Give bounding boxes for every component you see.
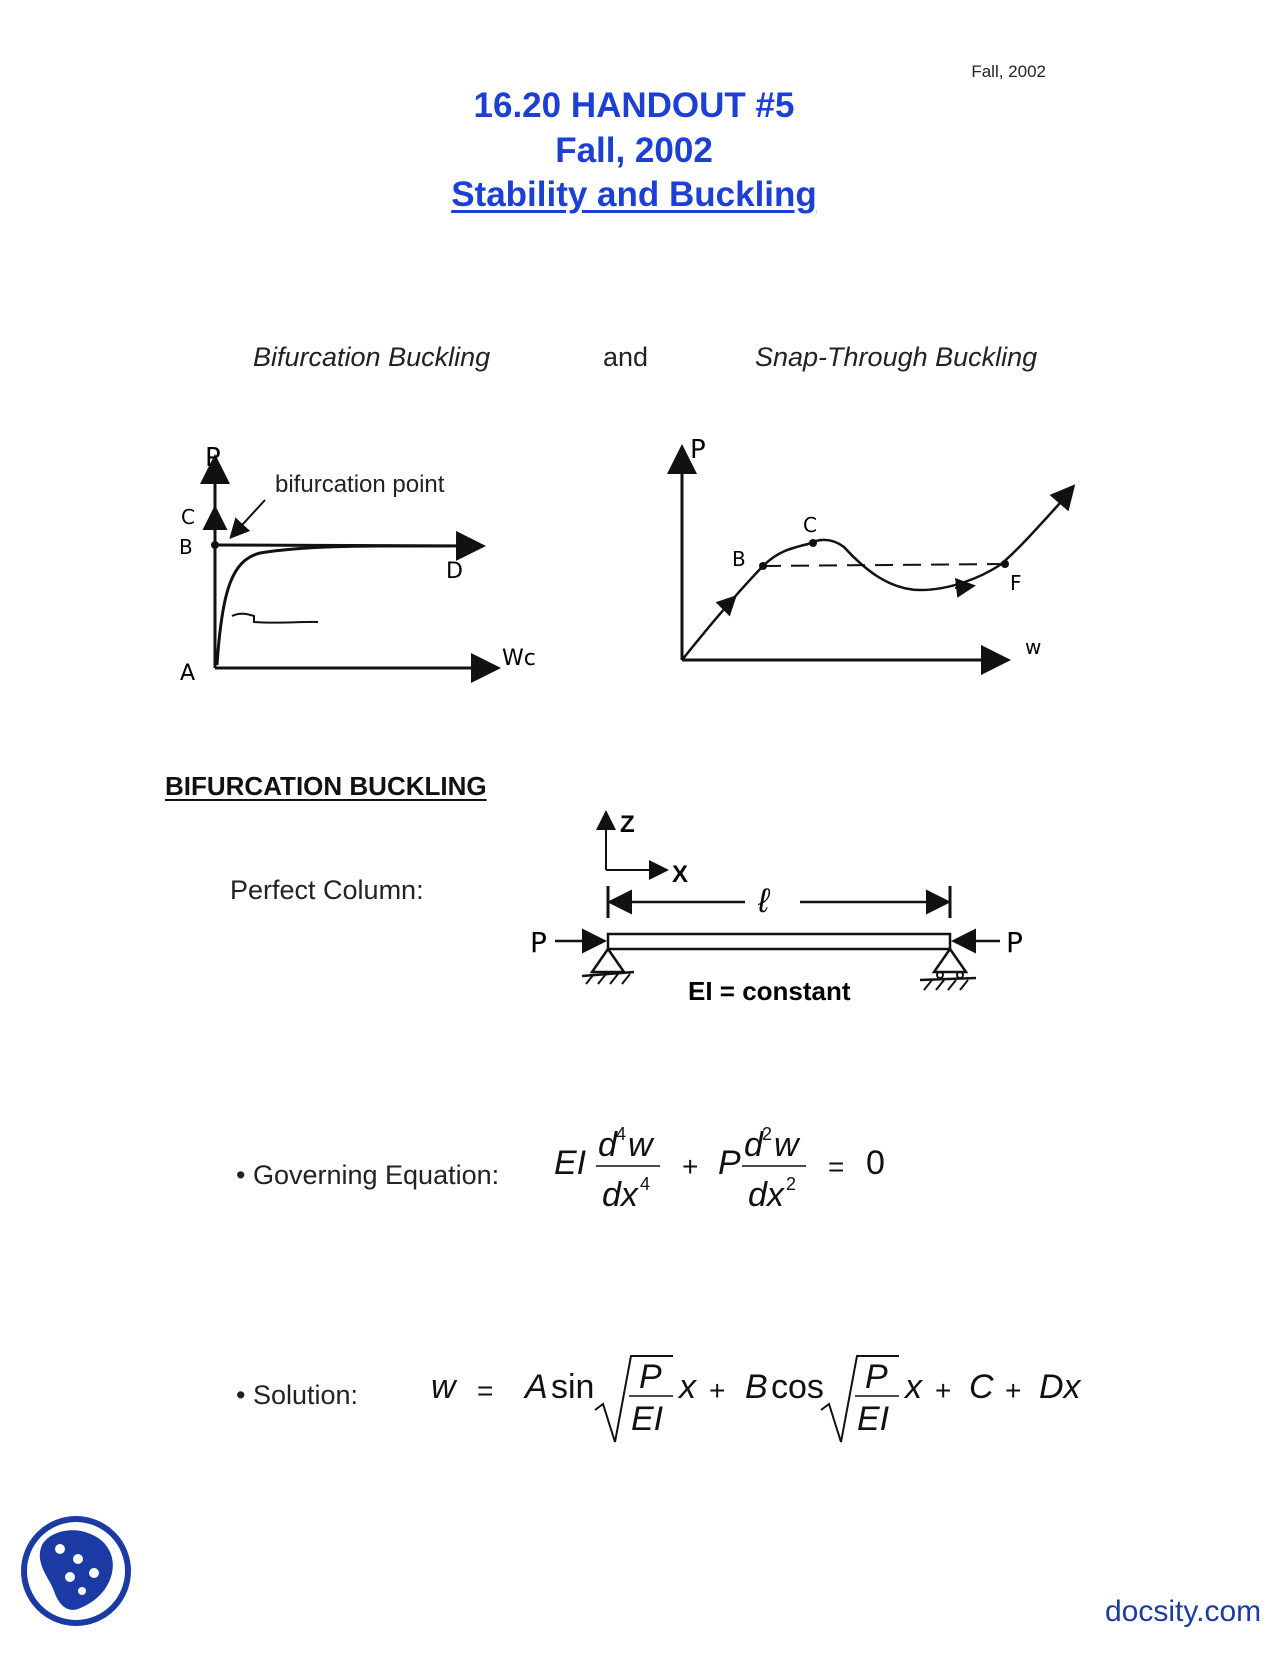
and-label: and bbox=[603, 342, 649, 372]
roller-wheel bbox=[956, 971, 964, 979]
svg-text:4: 4 bbox=[640, 1174, 650, 1194]
w-axis-label: w bbox=[1025, 635, 1041, 659]
point-b-dot bbox=[759, 562, 767, 570]
bifurcation-sketch: P bifurcation point C B A D Wc bbox=[179, 443, 536, 686]
point-c-label: C bbox=[181, 505, 195, 529]
valley-arrow bbox=[954, 577, 976, 598]
right-roller-support bbox=[931, 946, 969, 974]
bifurcation-label: Bifurcation Buckling bbox=[253, 342, 491, 372]
governing-equation-label: • Governing Equation: bbox=[236, 1160, 500, 1190]
svg-text:=: = bbox=[477, 1375, 493, 1406]
point-f-label: F bbox=[1010, 571, 1022, 595]
point-f-dot bbox=[1001, 560, 1009, 568]
svg-text:cos: cos bbox=[771, 1368, 824, 1406]
svg-text:dx: dx bbox=[602, 1176, 639, 1214]
handout-term: Fall, 2002 bbox=[555, 131, 713, 170]
svg-text:+: + bbox=[1005, 1375, 1021, 1406]
point-c-label: C bbox=[803, 513, 817, 537]
left-ground-hatch bbox=[585, 973, 631, 985]
right-ground-line bbox=[919, 976, 977, 982]
right-load-label: P bbox=[1006, 926, 1023, 959]
docsity-watermark[interactable]: docsity.com bbox=[1105, 1595, 1262, 1628]
column-diagram: Z X ℓ P P EI = constant bbox=[530, 810, 1023, 1006]
svg-text:P: P bbox=[865, 1358, 888, 1396]
svg-text:+: + bbox=[682, 1151, 698, 1182]
svg-text:2: 2 bbox=[786, 1174, 796, 1194]
rise-arrow bbox=[715, 595, 737, 617]
perfect-column-label: Perfect Column: bbox=[230, 875, 424, 905]
corner-date: Fall, 2002 bbox=[971, 62, 1046, 81]
svg-text:EI: EI bbox=[631, 1400, 664, 1438]
svg-text:EI: EI bbox=[554, 1144, 587, 1182]
svg-text:=: = bbox=[828, 1151, 844, 1182]
bifurcation-point-note: bifurcation point bbox=[275, 471, 445, 498]
section-heading: BIFURCATION BUCKLING bbox=[165, 771, 487, 801]
svg-text:w: w bbox=[628, 1126, 655, 1164]
left-load-label: P bbox=[530, 926, 547, 959]
svg-text:sin: sin bbox=[551, 1368, 594, 1406]
point-c-dot bbox=[809, 539, 817, 547]
handout-title: 16.20 HANDOUT #5 bbox=[473, 86, 795, 125]
docsity-logo-icon bbox=[21, 1516, 131, 1626]
svg-text:Dx: Dx bbox=[1039, 1368, 1082, 1406]
point-d-label: D bbox=[446, 559, 463, 584]
point-b-label: B bbox=[732, 547, 746, 571]
svg-text:x: x bbox=[903, 1368, 923, 1406]
svg-text:EI: EI bbox=[857, 1400, 890, 1438]
p-axis-label: P bbox=[690, 435, 706, 465]
x-axis-label: X bbox=[672, 861, 688, 888]
annotation-arrow bbox=[229, 499, 266, 539]
stiffness-note: EI = constant bbox=[688, 976, 851, 1006]
svg-text:+: + bbox=[709, 1375, 725, 1406]
column-beam bbox=[606, 932, 952, 951]
right-ground-hatch bbox=[923, 979, 969, 991]
wc-axis-label: Wc bbox=[502, 646, 536, 671]
left-pin-support bbox=[589, 946, 627, 974]
svg-text:B: B bbox=[745, 1368, 768, 1406]
svg-text:4: 4 bbox=[616, 1124, 626, 1144]
svg-text:C: C bbox=[969, 1368, 994, 1406]
snap-through-sketch: P B C F w bbox=[667, 435, 1076, 675]
imperfect-curve bbox=[215, 544, 451, 666]
svg-text:+: + bbox=[935, 1375, 951, 1406]
snap-through-label: Snap-Through Buckling bbox=[755, 342, 1038, 372]
svg-text:d: d bbox=[744, 1126, 764, 1164]
squiggle-mark bbox=[231, 612, 319, 624]
length-symbol: ℓ bbox=[757, 882, 771, 920]
svg-text:x: x bbox=[677, 1368, 697, 1406]
end-arrow bbox=[1049, 484, 1076, 512]
svg-text:P: P bbox=[639, 1358, 662, 1396]
svg-text:2: 2 bbox=[762, 1124, 772, 1144]
svg-text:dx: dx bbox=[748, 1176, 785, 1214]
svg-text:d: d bbox=[598, 1126, 618, 1164]
svg-text:P: P bbox=[718, 1144, 741, 1182]
svg-text:0: 0 bbox=[866, 1144, 885, 1182]
handout-topic: Stability and Buckling bbox=[451, 175, 817, 214]
svg-text:A: A bbox=[523, 1368, 548, 1406]
snap-dashed-line bbox=[762, 563, 1006, 567]
svg-text:w: w bbox=[431, 1368, 458, 1406]
point-b-label: B bbox=[179, 535, 193, 559]
roller-wheel bbox=[936, 971, 944, 979]
svg-text:w: w bbox=[774, 1126, 801, 1164]
point-a-label: A bbox=[180, 661, 195, 686]
point-b-dot bbox=[211, 541, 219, 549]
left-ground-line bbox=[581, 970, 635, 978]
p-axis-label: P bbox=[205, 443, 221, 473]
solution-label: • Solution: bbox=[236, 1380, 359, 1410]
z-axis-label: Z bbox=[620, 811, 635, 838]
